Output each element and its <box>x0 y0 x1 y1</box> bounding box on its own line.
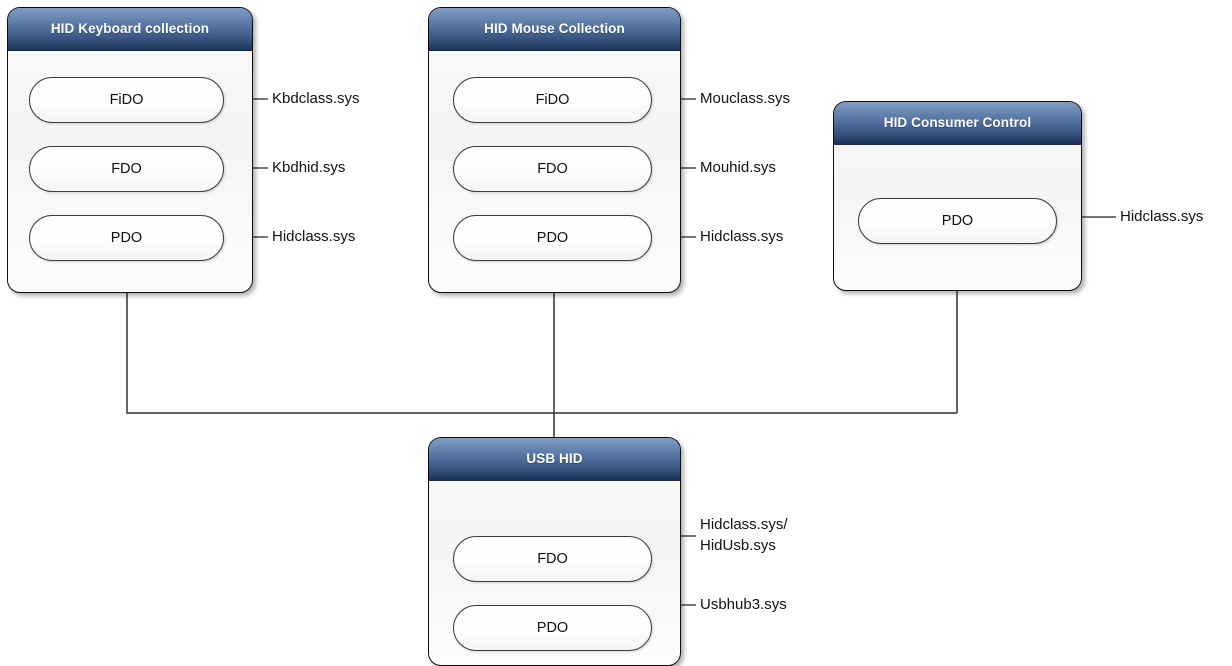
box-body-hid-mouse-collection: FiDO FDO PDO <box>429 51 680 292</box>
box-hid-consumer-control[interactable]: HID Consumer Control PDO <box>833 101 1082 291</box>
driver-label-usb-hidclass-hidusb: Hidclass.sys/ HidUsb.sys <box>700 516 788 554</box>
pill-label: PDO <box>941 213 974 229</box>
box-connectors <box>126 291 958 437</box>
pill-kbd-fdo[interactable]: FDO <box>29 146 224 192</box>
driver-label-keyboard-hidclass: Hidclass.sys <box>272 228 356 245</box>
driver-label-mouclass: Mouclass.sys <box>700 90 791 107</box>
pill-label: FiDO <box>109 92 144 108</box>
box-hid-keyboard-collection[interactable]: HID Keyboard collection FiDO FDO PDO <box>7 7 253 293</box>
pill-mouse-fdo[interactable]: FDO <box>453 146 652 192</box>
pill-label: FiDO <box>535 92 570 108</box>
pill-label: PDO <box>110 230 143 246</box>
box-title-hid-mouse-collection: HID Mouse Collection <box>429 8 680 51</box>
pill-label: PDO <box>536 230 569 246</box>
driver-label-mouse-hidclass: Hidclass.sys <box>700 228 784 245</box>
box-title-hid-consumer-control: HID Consumer Control <box>834 102 1081 145</box>
box-hid-mouse-collection[interactable]: HID Mouse Collection FiDO FDO PDO <box>428 7 681 293</box>
pill-label: FDO <box>111 161 142 177</box>
pill-consumer-pdo[interactable]: PDO <box>858 198 1057 244</box>
box-body-usb-hid: FDO PDO <box>429 481 680 665</box>
pill-kbd-fido[interactable]: FiDO <box>29 77 224 123</box>
pill-mouse-pdo[interactable]: PDO <box>453 215 652 261</box>
pill-label: FDO <box>537 551 568 567</box>
pill-usb-fdo[interactable]: FDO <box>453 536 652 582</box>
driver-label-kbdclass: Kbdclass.sys <box>272 90 360 107</box>
pill-mouse-fido[interactable]: FiDO <box>453 77 652 123</box>
box-body-hid-consumer-control: PDO <box>834 145 1081 290</box>
box-body-hid-keyboard-collection: FiDO FDO PDO <box>8 51 252 292</box>
pill-label: PDO <box>536 620 569 636</box>
driver-label-mouhid: Mouhid.sys <box>700 159 776 176</box>
driver-label-consumer-hidclass: Hidclass.sys <box>1120 208 1204 225</box>
box-usb-hid[interactable]: USB HID FDO PDO <box>428 437 681 666</box>
box-title-hid-keyboard-collection: HID Keyboard collection <box>8 8 252 51</box>
pill-usb-pdo[interactable]: PDO <box>453 605 652 651</box>
box-title-usb-hid: USB HID <box>429 438 680 481</box>
pill-kbd-pdo[interactable]: PDO <box>29 215 224 261</box>
pill-label: FDO <box>537 161 568 177</box>
driver-label-usbhub3: Usbhub3.sys <box>700 596 787 613</box>
connector-keyboard-to-usb <box>126 293 957 414</box>
driver-label-kbdhid: Kbdhid.sys <box>272 159 346 176</box>
